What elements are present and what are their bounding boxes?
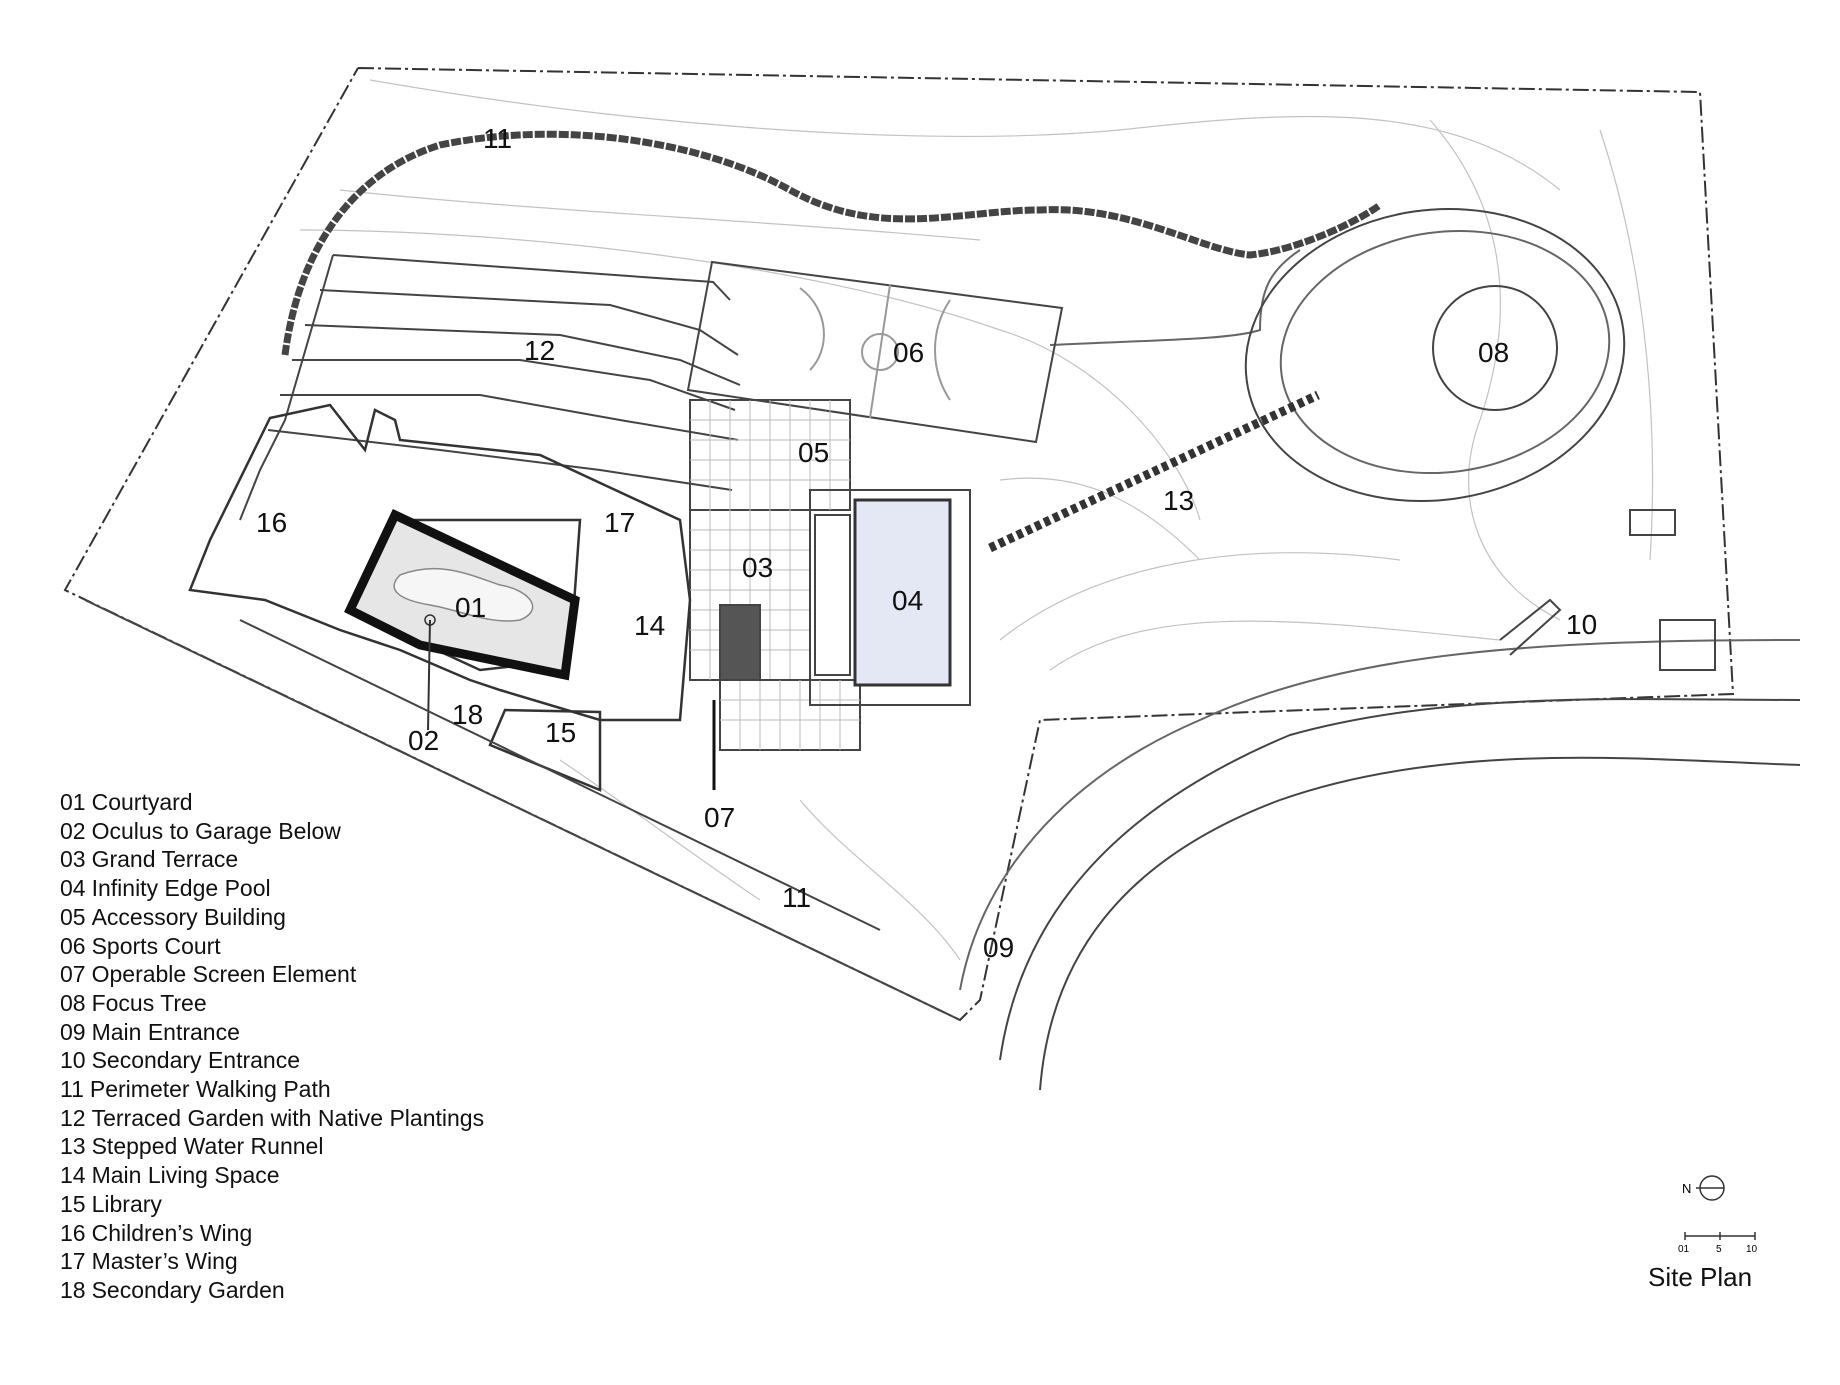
legend-item-number: 17 — [60, 1248, 86, 1275]
stepped-water-runnel — [988, 390, 1320, 553]
label-main-living: 14 — [634, 610, 665, 641]
label-courtyard: 01 — [455, 592, 486, 623]
label-sports-court: 06 — [893, 337, 924, 368]
legend-item-name: Accessory Building — [91, 903, 286, 930]
legend-item-name: Stepped Water Runnel — [91, 1133, 324, 1160]
scale-bar: 01 5 10 — [1678, 1232, 1758, 1255]
label-walking-path-south: 11 — [782, 882, 811, 913]
pool-deck — [809, 489, 971, 706]
legend-item-number: 02 — [60, 817, 86, 844]
secondary-entrance — [1499, 509, 1716, 671]
legend-item-name: Master’s Wing — [91, 1248, 238, 1275]
legend-item-name: Perimeter Walking Path — [89, 1076, 331, 1103]
scale-tick-5: 5 — [1716, 1244, 1722, 1255]
legend-item-number: 05 — [60, 903, 86, 930]
terrace-grid — [689, 399, 861, 751]
label-accessory-building: 05 — [798, 437, 829, 468]
pool-steps — [719, 514, 851, 681]
label-masters-wing: 17 — [604, 507, 635, 538]
legend-item-number: 03 — [60, 846, 86, 873]
scale-tick-10: 10 — [1746, 1244, 1758, 1255]
oculus-marker — [424, 614, 436, 626]
legend-item-number: 14 — [60, 1162, 86, 1189]
label-screen-element: 07 — [704, 802, 735, 833]
legend-item-name: Main Living Space — [91, 1162, 280, 1189]
label-walking-path-north: 11 — [483, 123, 512, 154]
focus-tree — [1244, 207, 1626, 503]
label-secondary-entrance: 10 — [1566, 609, 1597, 640]
infinity-edge-pool — [853, 498, 952, 687]
terraced-garden — [239, 254, 741, 521]
north-arrow: N — [1680, 1168, 1740, 1213]
legend-item-name: Children’s Wing — [91, 1219, 253, 1246]
legend-item-number: 18 — [60, 1276, 86, 1303]
perimeter-path-link — [1049, 249, 1301, 346]
legend-item-name: Terraced Garden with Native Plantings — [91, 1104, 485, 1131]
legend-item-name: Focus Tree — [91, 989, 207, 1016]
legend-item-name: Secondary Entrance — [91, 1047, 300, 1074]
scale-tick-0: 01 — [1678, 1244, 1690, 1255]
label-childrens-wing: 16 — [256, 507, 287, 538]
legend-item-name: Operable Screen Element — [91, 961, 357, 988]
legend-item-name: Secondary Garden — [91, 1276, 285, 1303]
contour-lines — [299, 79, 1654, 961]
legend-item-number: 11 — [60, 1076, 84, 1103]
courtyard-planting — [393, 567, 534, 622]
legend-item-number: 13 — [60, 1133, 86, 1160]
legend-item-number: 07 — [60, 961, 86, 988]
legend-item-number: 12 — [60, 1104, 86, 1131]
label-terraced-garden: 12 — [524, 335, 555, 366]
legend-item-number: 06 — [60, 932, 86, 959]
sports-court — [686, 260, 1064, 444]
legend-item-name: Main Entrance — [91, 1018, 240, 1045]
label-grand-terrace: 03 — [742, 552, 773, 583]
label-secondary-garden: 18 — [452, 699, 483, 730]
label-water-runnel: 13 — [1163, 485, 1194, 516]
label-pool: 04 — [892, 585, 923, 616]
site-walls — [84, 599, 961, 1021]
legend-item-name: Grand Terrace — [91, 846, 239, 873]
label-main-entrance: 09 — [983, 932, 1014, 963]
drawing-title: Site Plan — [1648, 1262, 1753, 1292]
label-focus-tree: 08 — [1478, 337, 1509, 368]
legend-item-number: 08 — [60, 989, 86, 1016]
library — [488, 708, 602, 792]
legend-item-name: Library — [91, 1190, 162, 1217]
legend-item-number: 09 — [60, 1018, 86, 1045]
perimeter-walking-path — [281, 130, 1383, 356]
legend-item-number: 01 — [60, 789, 86, 815]
legend-item-name: Sports Court — [91, 932, 221, 959]
legend-item-number: 04 — [60, 875, 86, 902]
legend-item-number: 16 — [60, 1219, 86, 1246]
legend-item-name: Courtyard — [91, 789, 193, 815]
legend-item-number: 10 — [60, 1047, 86, 1074]
label-library: 15 — [545, 717, 576, 748]
legend-item-name: Oculus to Garage Below — [91, 817, 341, 844]
legend-item-name: Infinity Edge Pool — [91, 875, 271, 902]
legend-item-number: 15 — [60, 1190, 86, 1217]
road — [959, 639, 1801, 1091]
label-oculus: 02 — [408, 725, 439, 756]
north-label: N — [1682, 1181, 1691, 1196]
